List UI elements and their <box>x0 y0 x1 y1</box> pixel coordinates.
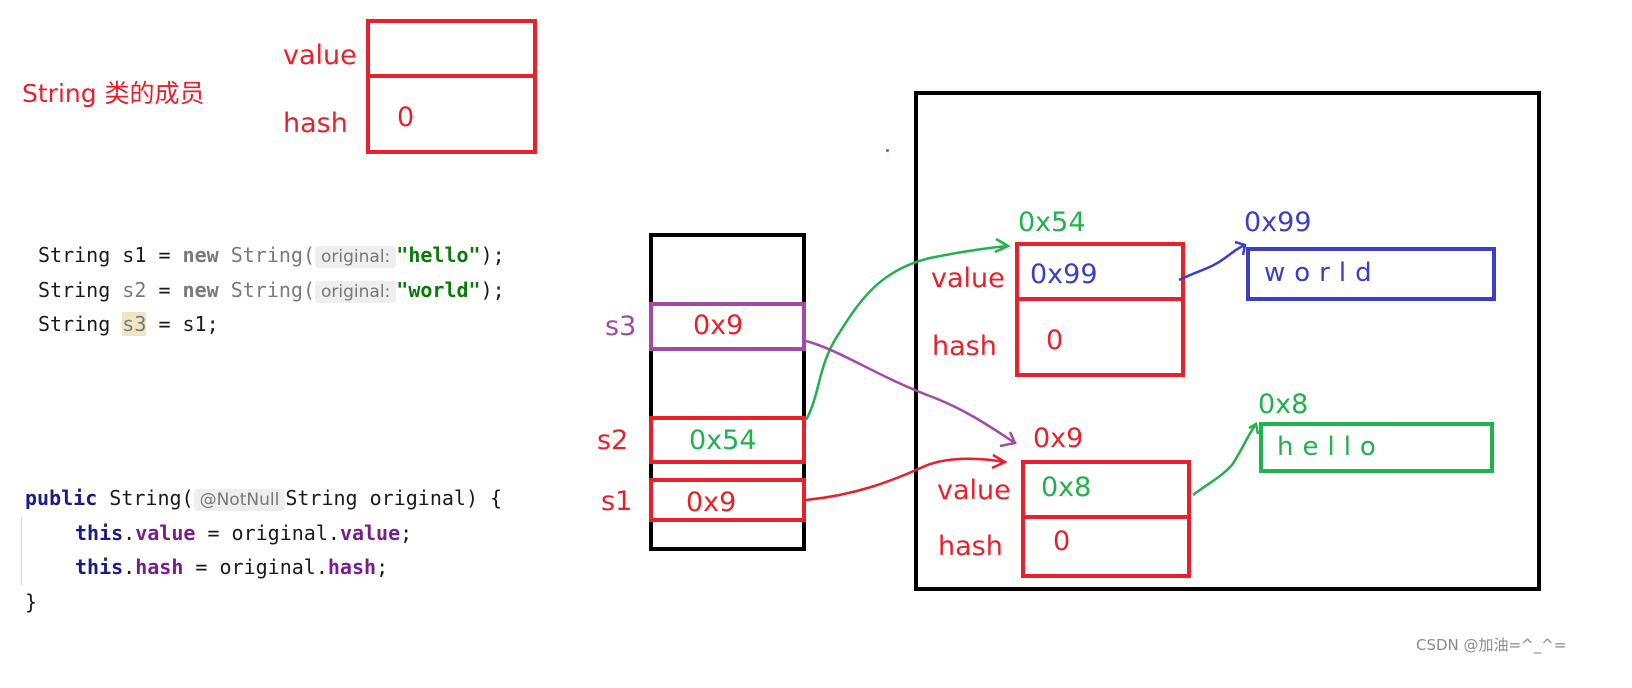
s2-label: s2 <box>597 425 629 456</box>
indent-guide <box>21 517 22 585</box>
arrow-green2-head <box>1248 422 1260 435</box>
arr99-address: 0x99 <box>1244 207 1312 238</box>
watermark: CSDN @加油=^_^= <box>1416 636 1567 654</box>
member-hash-label: hash <box>283 108 348 139</box>
code-line-2: String s2 = new String(original:"world")… <box>38 278 505 303</box>
arrow-obj54-to-arr99 <box>1178 243 1246 282</box>
obj54-value: 0x99 <box>1030 259 1098 290</box>
arrow-s2-to-obj54 <box>804 244 1009 421</box>
arr8-content: hello <box>1277 432 1385 462</box>
arrow-blue-head <box>1234 240 1247 256</box>
arrow-s3-to-obj9 <box>805 339 1016 445</box>
obj9-hash: 0 <box>1053 526 1071 557</box>
s1-label: s1 <box>601 486 633 517</box>
s2-value: 0x54 <box>689 425 757 456</box>
obj54-hash: 0 <box>1046 325 1064 356</box>
param-hint: original: <box>315 281 397 303</box>
obj54-hash-label: hash <box>932 331 997 362</box>
stack-slot-s2 <box>649 416 806 464</box>
arr99-content: world <box>1264 258 1381 288</box>
obj9-value-label: value <box>937 475 1011 506</box>
arrow-s2-head <box>994 237 1011 254</box>
diagram-title: String 类的成员 <box>22 79 205 108</box>
arrow-s1-to-obj9 <box>805 457 1006 502</box>
obj9-hash-label: hash <box>938 531 1003 562</box>
arrow-obj9-to-arr8 <box>1192 423 1258 496</box>
ctor-line-value: this.value = original.value; <box>75 521 413 545</box>
obj9-value: 0x8 <box>1041 472 1092 503</box>
arr8-box <box>1259 422 1494 473</box>
heap-area <box>914 91 1541 591</box>
stack-slot-s3 <box>649 302 806 351</box>
obj9-address: 0x9 <box>1033 423 1084 454</box>
member-hash-box <box>366 74 537 154</box>
member-value-label: value <box>283 40 357 71</box>
ctor-close: } <box>25 590 38 614</box>
s3-value: 0x9 <box>693 310 744 341</box>
ctor-line-hash: this.hash = original.hash; <box>75 555 389 579</box>
code-line-1: String s1 = new String(original:"hello")… <box>38 243 505 268</box>
stack-frame <box>649 233 806 551</box>
annotation-hint: @NotNull <box>193 489 286 511</box>
arr99-box <box>1246 247 1496 301</box>
member-hash-value: 0 <box>397 102 415 133</box>
obj9-hash-box <box>1021 515 1191 578</box>
obj54-hash-box <box>1015 297 1185 377</box>
stray-dot <box>886 149 889 152</box>
param-hint: original: <box>315 246 397 268</box>
code-line-3: String s3 = s1; <box>38 312 219 336</box>
s3-label: s3 <box>605 311 637 342</box>
arrow-s1-head <box>991 453 1008 470</box>
stack-slot-s1 <box>649 478 806 522</box>
arrow-s3-head <box>999 431 1017 448</box>
obj54-address: 0x54 <box>1018 207 1086 238</box>
arr8-address: 0x8 <box>1258 389 1309 420</box>
obj54-value-label: value <box>931 263 1005 294</box>
s1-value: 0x9 <box>686 487 737 518</box>
